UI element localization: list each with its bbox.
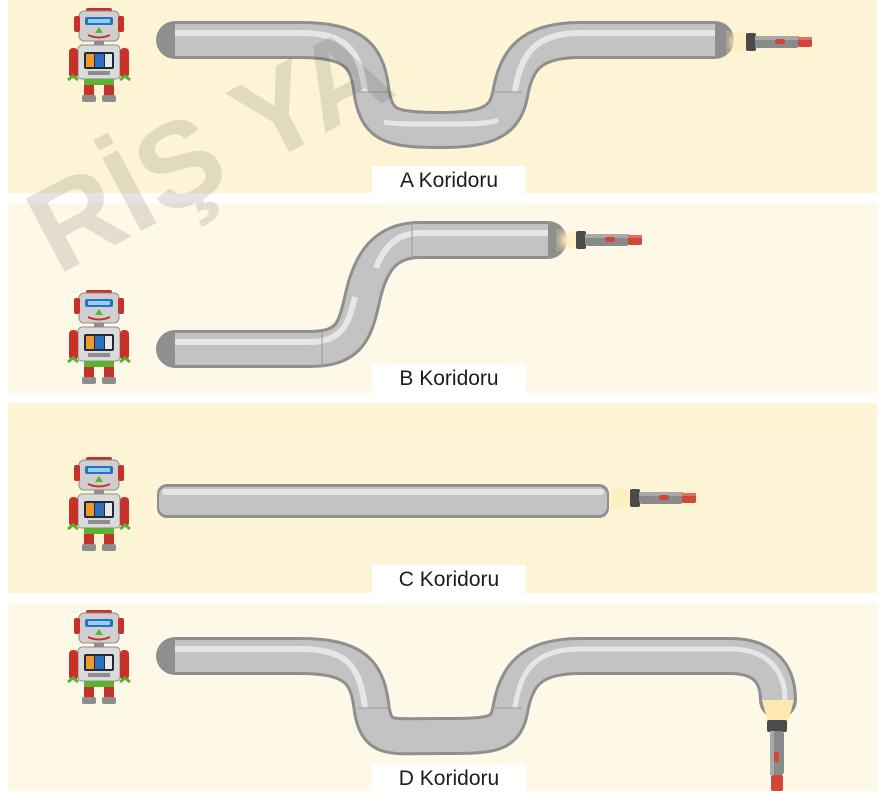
- corridor-a-label-text: A Koridoru: [399, 169, 499, 192]
- corridor-b-label: B Koridoru: [372, 364, 526, 394]
- corridor-d-panel: [8, 603, 877, 791]
- flashlight-icon: [762, 700, 794, 791]
- robot-icon: [66, 290, 132, 386]
- robot-icon: [66, 610, 132, 706]
- flashlight-icon: [726, 30, 812, 54]
- corridor-c-label-text: C Koridoru: [398, 568, 500, 591]
- corridor-c-label: C Koridoru: [372, 565, 526, 595]
- flashlight-icon: [556, 228, 642, 252]
- corridor-d-label: D Koridoru: [372, 764, 526, 794]
- corridor-d-tube: [156, 637, 797, 756]
- corridor-c-tube: [157, 484, 609, 518]
- robot-icon: [66, 8, 132, 104]
- corridor-a-label: A Koridoru: [372, 166, 526, 196]
- corridor-b-label-text: B Koridoru: [399, 367, 499, 390]
- flashlight-icon: [610, 486, 696, 510]
- corridor-d-label-text: D Koridoru: [398, 767, 500, 790]
- corridor-b-tube: [156, 221, 567, 368]
- corridor-a-tube: [156, 21, 734, 150]
- robot-icon: [66, 457, 132, 553]
